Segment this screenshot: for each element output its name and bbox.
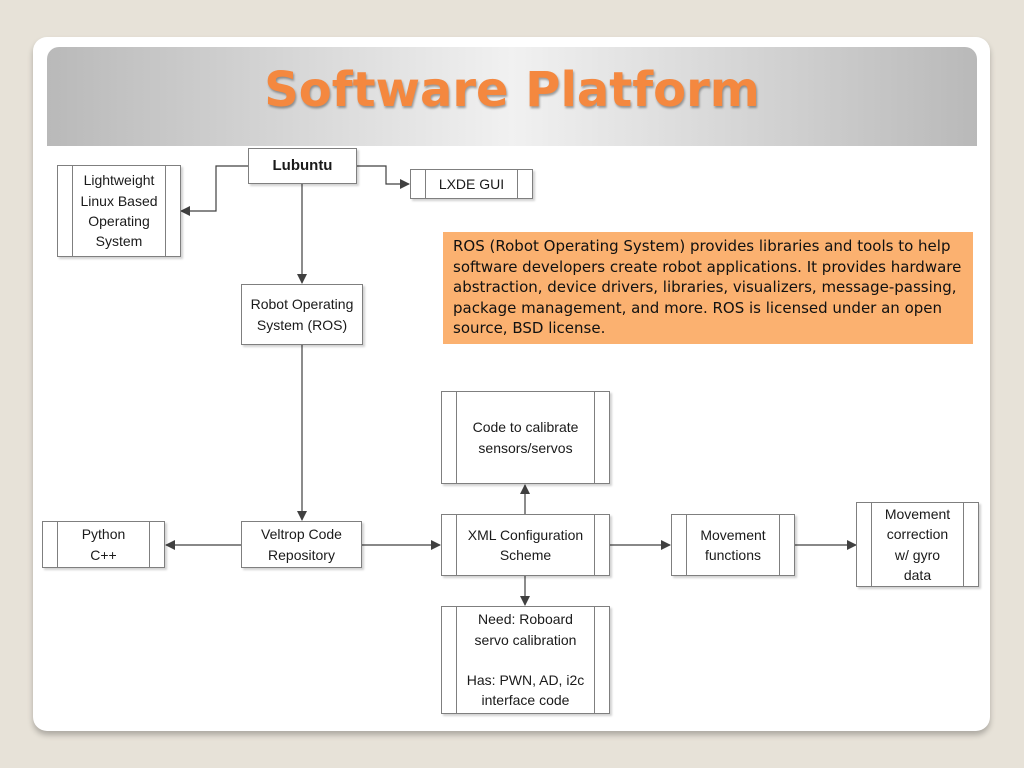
xml-config-box: XML Configuration Scheme: [441, 514, 610, 576]
lightweight-linux-box: Lightweight Linux Based Operating System: [57, 165, 181, 257]
slide-title: Software Platform: [264, 62, 760, 118]
title-bar: [47, 47, 977, 146]
ros-description-note: ROS (Robot Operating System) provides li…: [443, 232, 973, 344]
movement-functions-box: Movement functions: [671, 514, 795, 576]
arrow-lubuntu-to-linux: [180, 165, 248, 216]
calibrate-code-box: Code to calibrate sensors/servos: [441, 391, 610, 484]
movement-correction-box: Movement correction w/ gyro data: [856, 502, 979, 587]
ros-box: Robot Operating System (ROS): [241, 284, 363, 345]
veltrop-repo-box: Veltrop Code Repository: [241, 521, 362, 568]
python-cpp-box: Python C++: [42, 521, 165, 568]
arrow-lubuntu-to-lxde: [357, 165, 410, 189]
lxde-gui-box: LXDE GUI: [410, 169, 533, 199]
roboard-needs-box: Need: Roboard servo calibration Has: PWN…: [441, 606, 610, 714]
lubuntu-box: Lubuntu: [248, 148, 357, 184]
